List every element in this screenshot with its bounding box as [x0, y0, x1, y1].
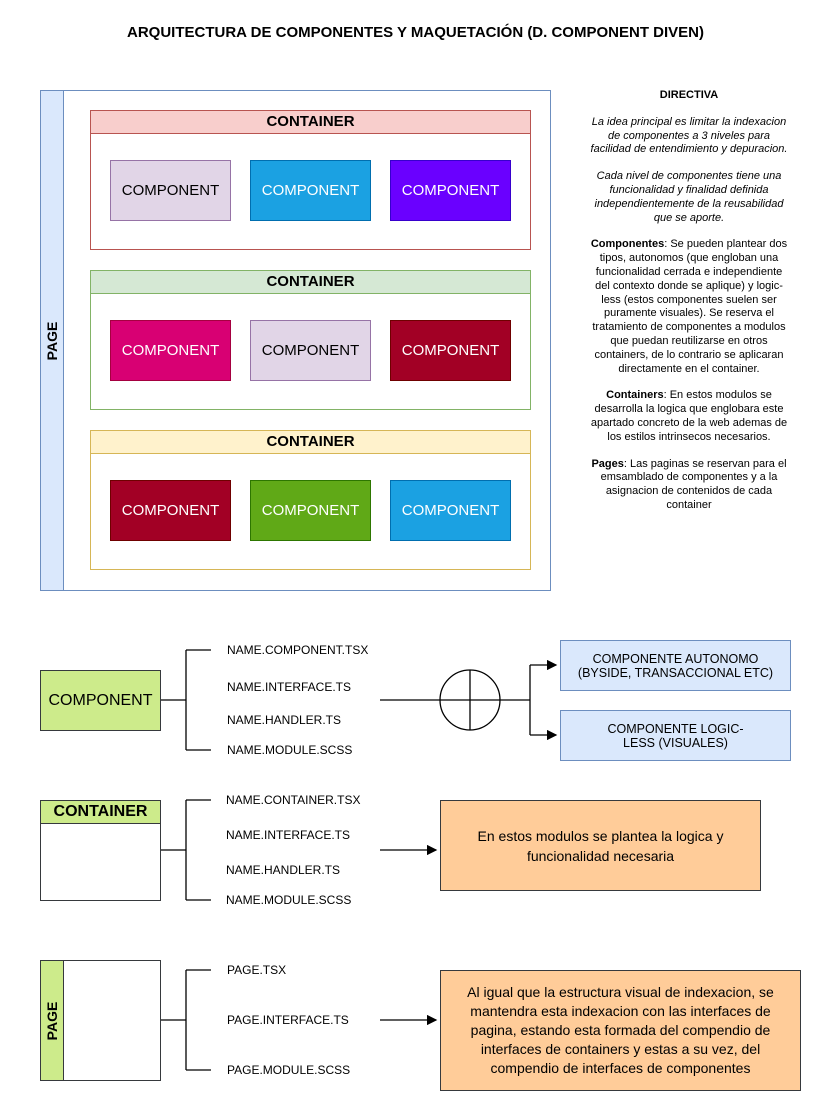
component-file: NAME.HANDLER.TS — [227, 713, 342, 727]
component-box: COMPONENT — [110, 480, 231, 541]
page-file: PAGE.MODULE.SCSS — [227, 1063, 351, 1077]
container-2-header: CONTAINER — [90, 270, 531, 294]
component-box: COMPONENT — [390, 320, 511, 381]
component-file: NAME.INTERFACE.TS — [227, 680, 352, 694]
page-section-label: PAGE — [44, 1001, 60, 1040]
container-file: NAME.CONTAINER.TSX — [226, 793, 361, 807]
directive-pages: Pages: Las paginas se reservan para el e… — [591, 457, 787, 511]
component-box: COMPONENT — [250, 320, 371, 381]
container-file: NAME.HANDLER.TS — [226, 863, 341, 877]
directive-componentes: Componentes: Se pueden plantear dos tipo… — [590, 238, 788, 375]
directive-para-2: Cada nivel de componentes tiene una func… — [594, 170, 784, 224]
component-box: COMPONENT — [250, 480, 371, 541]
component-box: COMPONENT — [390, 480, 511, 541]
page-section-side: PAGE — [40, 960, 64, 1081]
component-file: NAME.COMPONENT.TSX — [227, 643, 369, 657]
container-1: CONTAINER COMPONENT COMPONENT COMPONENT — [90, 110, 531, 250]
autonomo-box: COMPONENTE AUTONOMO (BYSIDE, TRANSACCION… — [560, 640, 791, 691]
container-file: NAME.MODULE.SCSS — [226, 893, 352, 907]
directive-para-1: La idea principal es limitar la indexaci… — [590, 115, 788, 156]
page-side-label: PAGE — [40, 90, 64, 591]
container-1-header: CONTAINER — [90, 110, 531, 134]
component-section-box: COMPONENT — [40, 670, 161, 731]
page-file: PAGE.INTERFACE.TS — [227, 1013, 349, 1027]
logicless-box: COMPONENTE LOGIC-LESS (VISUALES) — [560, 710, 791, 761]
component-box: COMPONENT — [250, 160, 371, 221]
container-section-header: CONTAINER — [40, 800, 161, 824]
container-3-header: CONTAINER — [90, 430, 531, 454]
component-box: COMPONENT — [110, 160, 231, 221]
directive-containers: Containers: En estos modulos se desarrol… — [590, 389, 788, 443]
container-section-box: CONTAINER — [40, 800, 161, 901]
page-note-box: Al igual que la estructura visual de ind… — [440, 970, 801, 1091]
directive-text: DIRECTIVA La idea principal es limitar l… — [588, 89, 790, 526]
diagram-title: ARQUITECTURA DE COMPONENTES Y MAQUETACIÓ… — [127, 24, 704, 41]
component-box: COMPONENT — [110, 320, 231, 381]
page-file: PAGE.TSX — [227, 963, 287, 977]
component-file: NAME.MODULE.SCSS — [227, 743, 353, 757]
container-3: CONTAINER COMPONENT COMPONENT COMPONENT — [90, 430, 531, 570]
component-box: COMPONENT — [390, 160, 511, 221]
directive-heading: DIRECTIVA — [659, 89, 719, 101]
container-file: NAME.INTERFACE.TS — [226, 828, 351, 842]
container-note-box: En estos modulos se plantea la logica y … — [440, 800, 761, 891]
container-2: CONTAINER COMPONENT COMPONENT COMPONENT — [90, 270, 531, 410]
page-section-box: PAGE — [40, 960, 161, 1081]
